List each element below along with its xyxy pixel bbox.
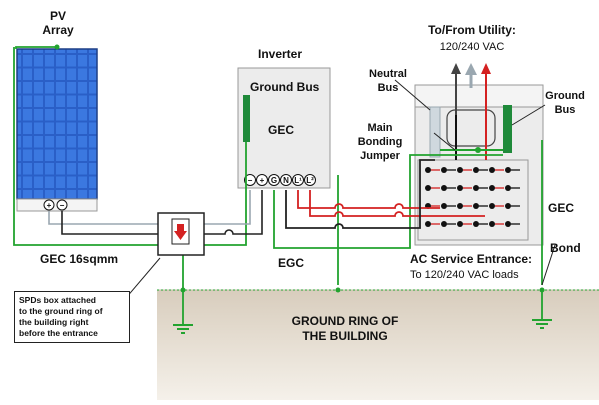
pv-positive-terminal (43, 199, 55, 211)
utility-ground-arrow (465, 63, 477, 75)
breaker-terminal (505, 203, 511, 209)
breaker-terminal (457, 221, 463, 227)
pv-frame-ground-point (54, 44, 60, 50)
inverter-terminal-label-l1: L¹ (294, 176, 302, 185)
utility-voltage: 120/240 VAC (440, 41, 505, 53)
gec-16sqmm-wire (13, 47, 165, 246)
egc-wire (273, 154, 503, 249)
inverter-terminal-neg (244, 174, 256, 186)
inverter-terminal-label-neutral: N (283, 176, 289, 185)
panel-ground-bus-label-line2: Bus (555, 104, 576, 116)
spd-note-box: SPDs box attached to the ground ring of … (14, 291, 130, 343)
ground-ring-label-line2: THE BUILDING (302, 329, 387, 343)
bonding-jumper-label-line1: Main (367, 122, 392, 134)
neutral-bus-bar (429, 106, 441, 158)
pv-array-panel: + − (16, 48, 98, 212)
breaker-terminal (457, 203, 463, 209)
spd-box (157, 212, 205, 256)
ground-symbol-right (532, 319, 552, 329)
dc-wires (48, 190, 263, 235)
breaker-terminal (505, 167, 511, 173)
breaker-terminal (425, 185, 431, 191)
spd-note-line2: to the ground ring of (19, 306, 103, 316)
breaker-terminal (457, 185, 463, 191)
panel-gec-label: GEC (548, 201, 574, 215)
ground-wires (13, 46, 599, 325)
breaker-terminal (457, 167, 463, 173)
ground-bond-point-right (539, 287, 545, 293)
ground-symbol-left (173, 324, 193, 334)
ground-area (157, 290, 599, 400)
breaker-terminal (441, 203, 447, 209)
breaker-terminal (505, 185, 511, 191)
ac-service-subtitle: To 120/240 VAC loads (410, 269, 519, 281)
breaker-terminal (489, 185, 495, 191)
inverter-box (237, 67, 331, 189)
main-bonding-jumper (440, 147, 503, 153)
inverter-terminal-pos (256, 174, 268, 186)
inverter-terminal-label-pos: + (260, 176, 265, 185)
utility-neutral-arrow (451, 63, 461, 74)
spd-note-line1: SPDs box attached (19, 295, 96, 305)
bonding-jumper-label-line3: Jumper (360, 150, 400, 162)
bonding-jumper-label-line2: Bonding (358, 136, 403, 148)
inverter-ground-bus (243, 95, 250, 142)
bond-label: Bond (550, 241, 581, 255)
breaker-terminal (473, 203, 479, 209)
inverter-terminal-ground (268, 174, 280, 186)
ground-ring-label-line1: GROUND RING OF (292, 314, 399, 328)
panel-ground-bus-bar (503, 105, 512, 153)
spd-arrow-icon (174, 231, 187, 240)
neutral-bus-label-line2: Bus (378, 82, 399, 94)
breaker-terminal (489, 167, 495, 173)
breaker-terminal (425, 167, 431, 173)
ground-bond-point-left (180, 287, 186, 293)
utility-title: To/From Utility: (428, 23, 516, 37)
inverter-ground-bus-label: Ground Bus (250, 80, 320, 94)
inverter-terminal-label-neg: − (248, 176, 253, 185)
breaker-terminal (505, 221, 511, 227)
breaker-terminal (473, 221, 479, 227)
panel-ground-bus-label-line1: Ground (545, 90, 585, 102)
breaker-terminal (441, 221, 447, 227)
ac-wires (285, 159, 485, 229)
breaker-terminal (425, 221, 431, 227)
ac-service-title: AC Service Entrance: (410, 252, 532, 266)
breaker-terminal (441, 167, 447, 173)
inverter-label: Inverter (258, 47, 302, 61)
egc-label: EGC (278, 256, 304, 270)
ac-service-panel (414, 84, 544, 246)
pv-negative-terminal (56, 199, 68, 211)
pv-terminal-plus-label: + (47, 201, 52, 210)
inverter-gec-wire (200, 142, 247, 246)
ground-bond-point-mid (335, 287, 341, 293)
spd-note-line3: the building right (19, 317, 89, 327)
utility-hot-arrow (481, 63, 491, 74)
breaker-terminal (489, 221, 495, 227)
breaker-terminal (489, 203, 495, 209)
gec-16sqmm-label: GEC 16sqmm (40, 252, 118, 266)
inverter-terminal-l2 (304, 174, 316, 186)
breaker-terminal (473, 185, 479, 191)
inverter-gec-label: GEC (268, 123, 294, 137)
pv-array-label-line2: Array (42, 23, 74, 37)
inverter-terminal-label-l2: L² (306, 176, 314, 185)
breaker-grid (425, 167, 520, 227)
inverter-terminal-label-ground: G (271, 176, 277, 185)
breaker-terminal (473, 167, 479, 173)
neutral-bus-label-line1: Neutral (369, 68, 407, 80)
breaker-terminal (441, 185, 447, 191)
inverter-terminal-neutral (280, 174, 292, 186)
inverter-terminal-l1 (292, 174, 304, 186)
pv-terminal-minus-label: − (60, 201, 65, 210)
pv-array-label-line1: PV (50, 9, 66, 23)
spd-note-line4: before the entrance (19, 328, 98, 338)
